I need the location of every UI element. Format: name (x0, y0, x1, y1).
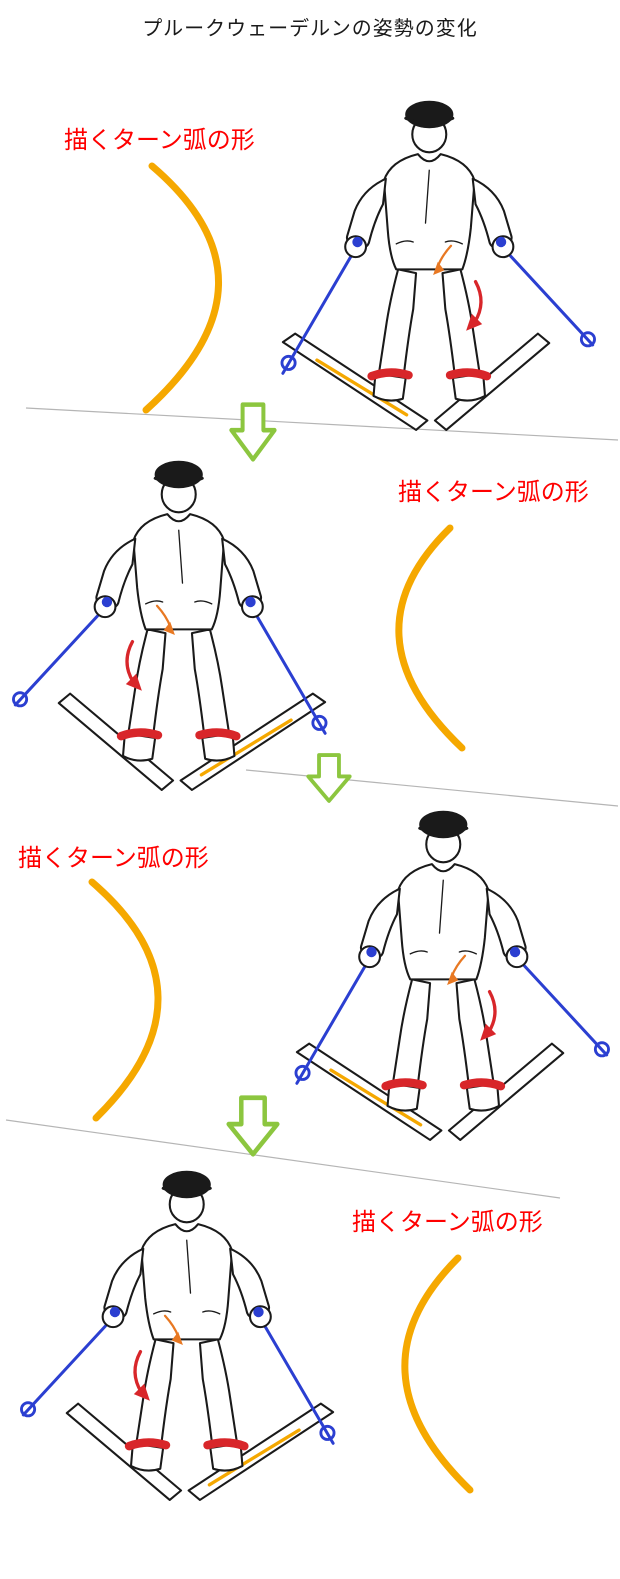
turn-arc-label-4: 描くターン弧の形 (352, 1209, 543, 1236)
turn-arc-icon (401, 1254, 474, 1494)
turn-arc-icon (142, 162, 222, 414)
turn-arc-icon (88, 878, 162, 1122)
down-arrow-icon (306, 753, 352, 803)
turn-arc-icon (395, 524, 466, 752)
skier-figure (278, 798, 618, 1157)
down-arrow-icon (226, 1094, 280, 1158)
slope-line (5, 1119, 561, 1199)
page-title: プルークウェーデルンの姿勢の変化 (142, 18, 478, 40)
skier-figure (4, 448, 344, 807)
turn-arc-label-1: 描くターン弧の形 (64, 127, 255, 154)
skier-figure (264, 88, 604, 447)
skier-figure (12, 1158, 352, 1517)
turn-arc-label-2: 描くターン弧の形 (398, 479, 589, 506)
turn-arc-label-3: 描くターン弧の形 (18, 845, 209, 872)
slope-line (25, 407, 619, 441)
down-arrow-icon (229, 401, 277, 463)
